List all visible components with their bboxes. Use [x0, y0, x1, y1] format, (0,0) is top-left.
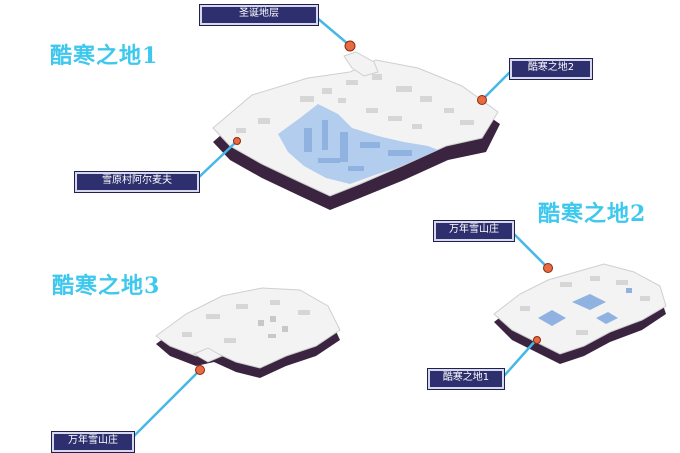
map3-center-structure: [258, 316, 288, 338]
leader-line-5: [502, 338, 538, 378]
leader-line-3: [196, 140, 238, 180]
leader-line-1: [314, 15, 350, 46]
portal-label-snow-mountain-villa-a[interactable]: 万年雪山庄: [434, 221, 514, 241]
portal-marker-icon: [543, 263, 553, 273]
map3-area: [155, 287, 341, 378]
leader-lines: [130, 15, 548, 440]
portal-marker-icon: [533, 336, 541, 344]
leader-line-4: [510, 230, 548, 268]
map1-floor: [212, 59, 499, 197]
map1-north-passage: [343, 51, 379, 77]
portal-marker-icon: [344, 40, 356, 52]
leader-line-2: [482, 68, 514, 100]
portal-label-cold-land-1[interactable]: 酷寒之地1: [428, 369, 504, 389]
map1-ice-channels: [304, 120, 412, 171]
map2-area: [493, 263, 667, 364]
map3-wall-blocks: [182, 300, 310, 343]
portal-marker-icon: [195, 365, 205, 375]
map-title-2: 酷寒之地2: [538, 201, 647, 227]
map3-south-room: [192, 347, 224, 363]
portal-markers: [195, 40, 553, 375]
portal-label-snow-mountain-villa-b[interactable]: 万年雪山庄: [52, 432, 134, 452]
portal-marker-icon: [477, 95, 487, 105]
map1-wall-blocks: [236, 74, 474, 133]
portal-marker-icon: [233, 137, 241, 145]
portal-label-snowfield-village[interactable]: 雪原村阿尔麦夫: [75, 172, 199, 192]
portal-label-santa-floor[interactable]: 圣诞地层: [200, 5, 318, 25]
map1-area: [212, 51, 500, 210]
leader-line-6: [130, 370, 200, 440]
portal-label-cold-land-2[interactable]: 酷寒之地2: [510, 59, 592, 79]
map2-wall-blocks: [520, 276, 650, 335]
map-title-3: 酷寒之地3: [52, 273, 161, 299]
map2-floor: [493, 263, 667, 355]
map-title-1: 酷寒之地1: [50, 43, 159, 69]
map2-ice-pools: [538, 288, 632, 326]
map1-ice-zone: [278, 104, 438, 184]
